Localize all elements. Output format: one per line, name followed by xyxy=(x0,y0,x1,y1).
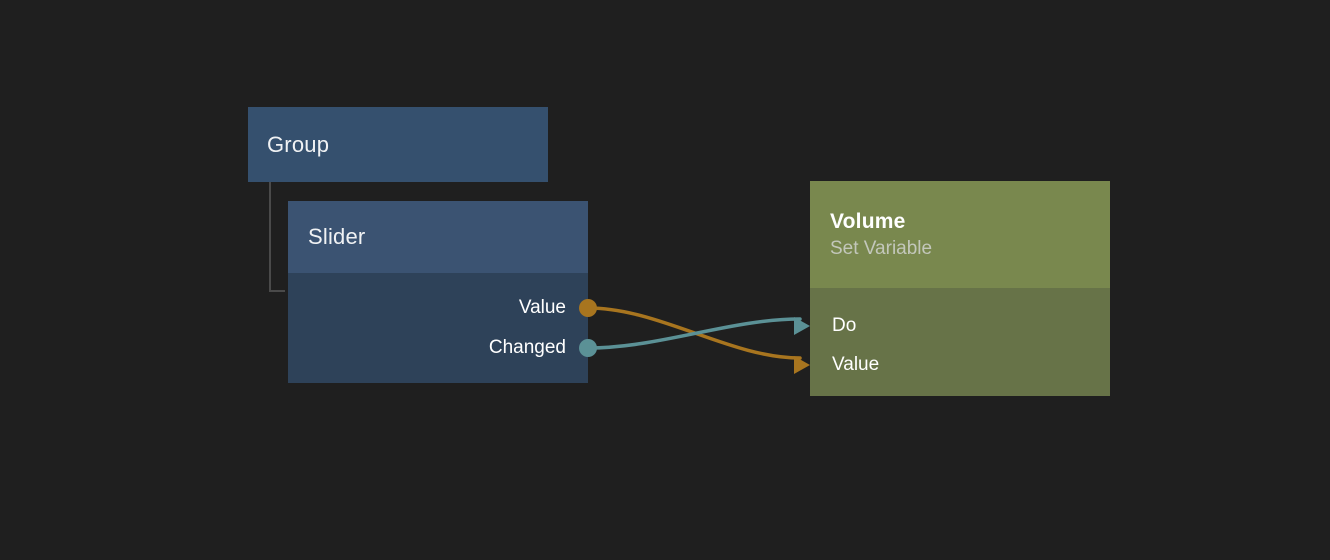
node-volume-subtitle: Set Variable xyxy=(830,237,933,259)
node-volume[interactable]: Volume Set Variable Do Value xyxy=(794,181,1110,396)
node-slider[interactable]: Slider Value Changed xyxy=(288,201,597,383)
node-volume-body: Do Value xyxy=(794,288,1110,396)
port-volume-input-do-label: Do xyxy=(832,315,857,336)
port-slider-output-changed[interactable]: Changed xyxy=(488,336,597,360)
port-slider-output-value[interactable]: Value xyxy=(518,296,597,320)
node-group[interactable]: Group xyxy=(248,107,548,182)
port-slider-output-value-label: Value xyxy=(518,297,566,318)
node-volume-header[interactable]: Volume Set Variable xyxy=(810,181,1110,288)
node-volume-title: Volume xyxy=(830,209,906,233)
port-slider-output-changed-label: Changed xyxy=(488,337,566,358)
node-slider-title: Slider xyxy=(308,224,366,249)
node-slider-body: Value Changed xyxy=(288,273,597,383)
wire-slider-changed-to-volume-do[interactable] xyxy=(586,317,802,350)
node-group-header[interactable]: Group xyxy=(248,107,548,182)
port-volume-input-value[interactable]: Value xyxy=(794,353,880,377)
port-arrow-icon[interactable] xyxy=(794,317,810,335)
port-dot-icon[interactable] xyxy=(579,299,597,317)
port-dot-icon[interactable] xyxy=(579,339,597,357)
node-group-title: Group xyxy=(267,131,330,157)
port-volume-input-do[interactable]: Do xyxy=(794,314,857,338)
wire-slider-value-to-volume-value[interactable] xyxy=(586,306,802,360)
node-slider-header[interactable]: Slider xyxy=(288,201,588,273)
port-arrow-icon[interactable] xyxy=(794,356,810,374)
port-volume-input-value-label: Value xyxy=(832,354,880,375)
group-child-bracket xyxy=(269,182,285,292)
